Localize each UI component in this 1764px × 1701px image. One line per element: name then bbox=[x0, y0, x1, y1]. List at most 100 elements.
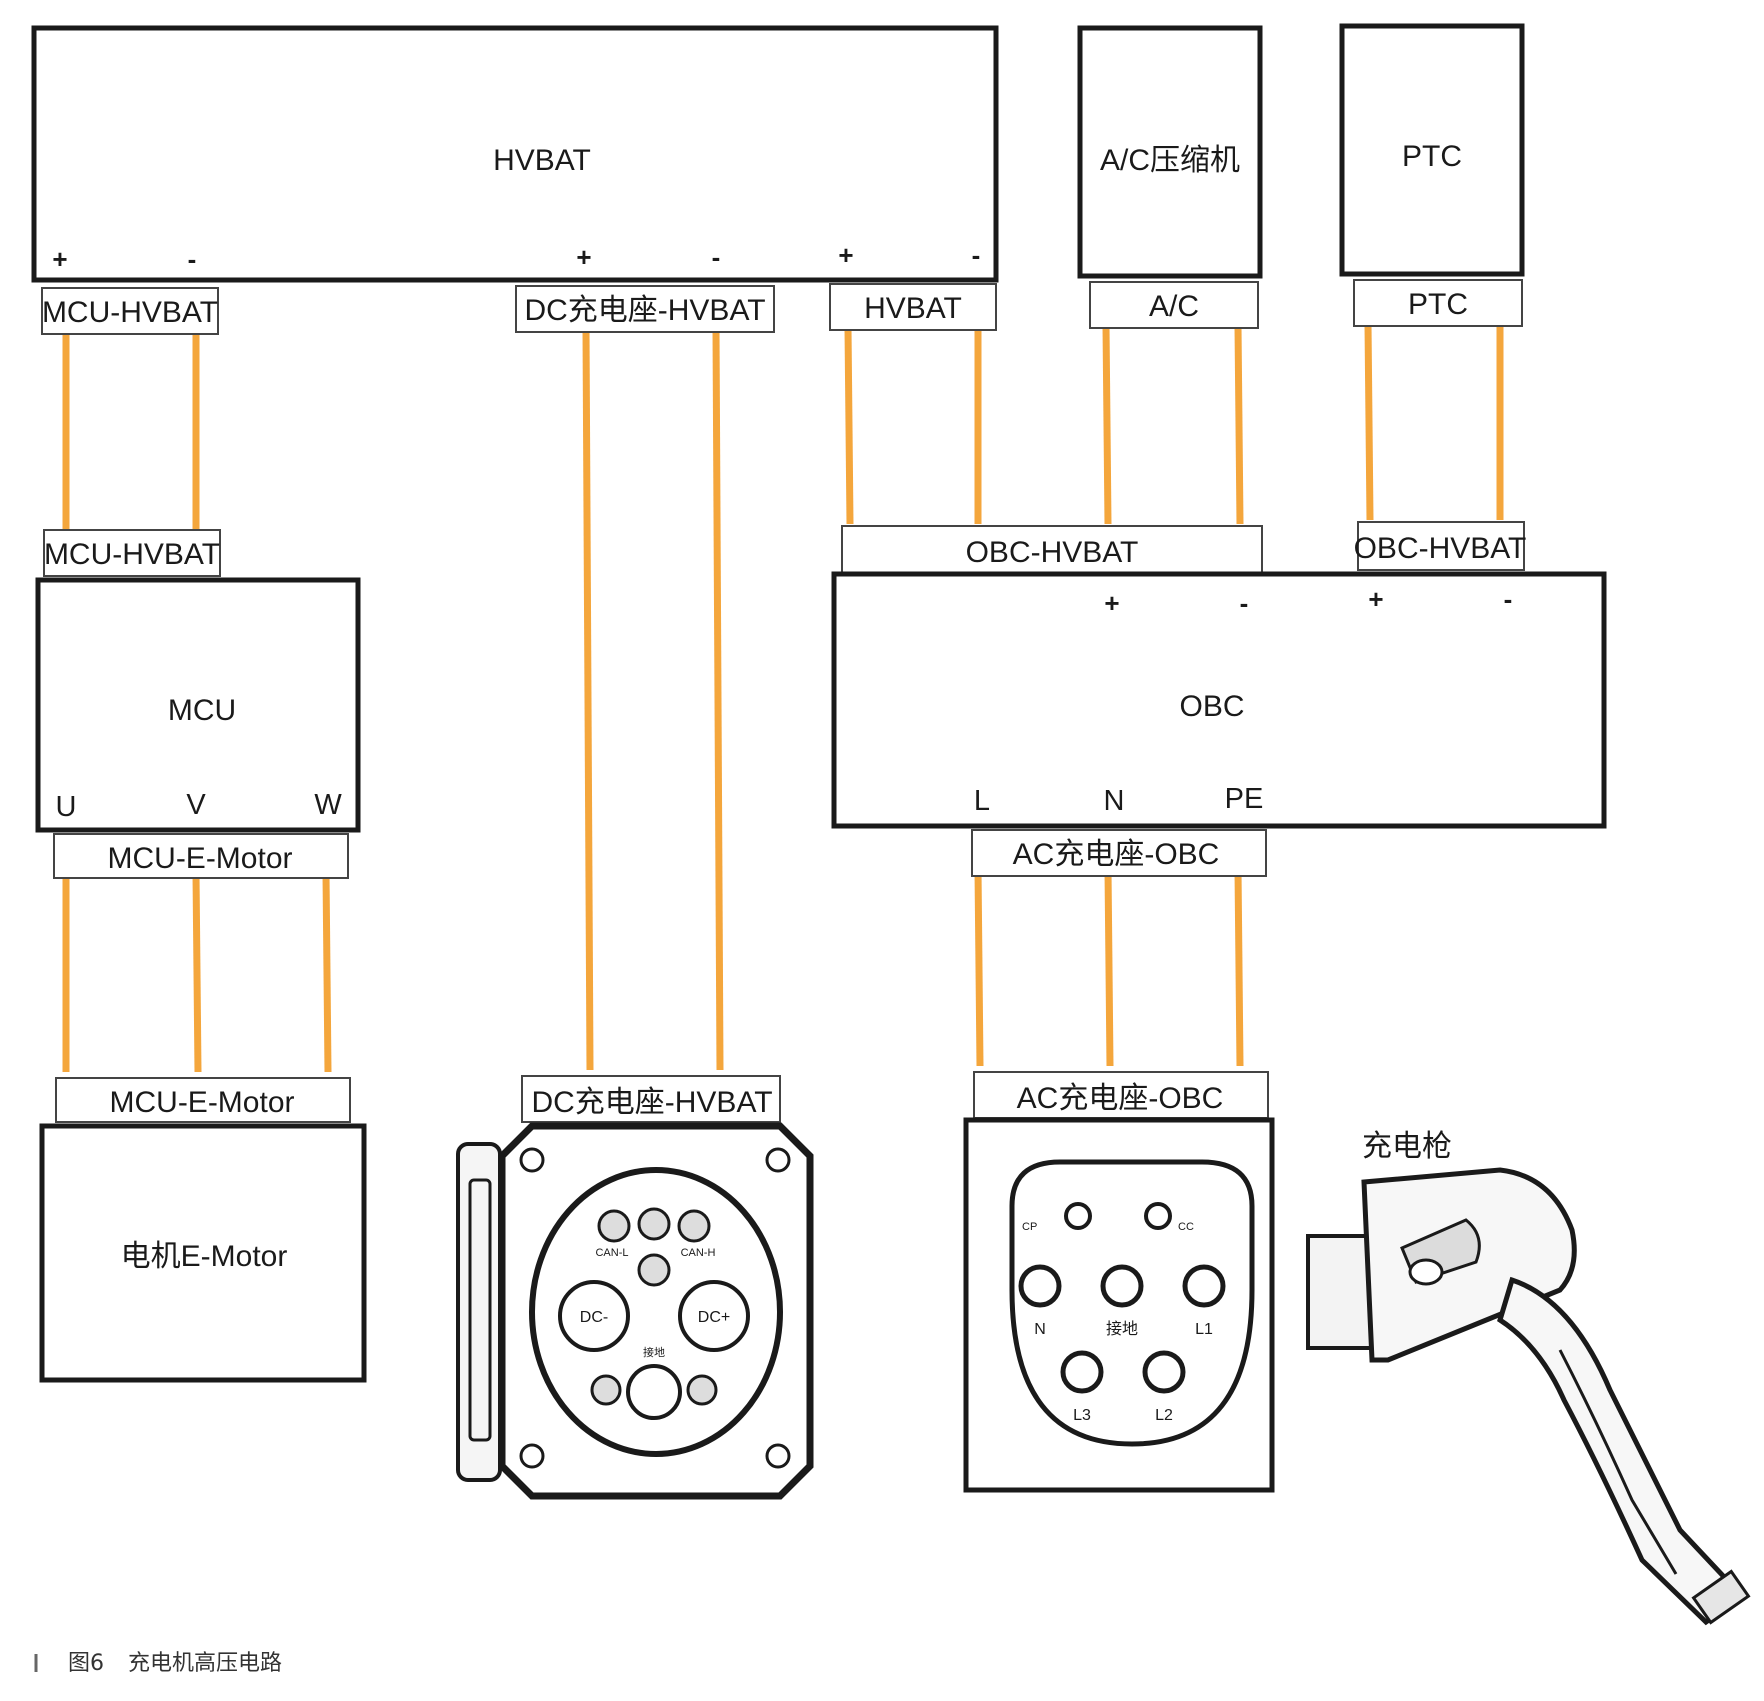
ac-socket-n-pin bbox=[1018, 1264, 1062, 1308]
dc-socket-screw-bl bbox=[519, 1443, 545, 1469]
dc-socket-dc-minus: DC- bbox=[580, 1309, 608, 1326]
mcu-phase-u: U bbox=[56, 791, 77, 823]
ac-socket-ground: 接地 bbox=[1106, 1320, 1138, 1338]
obc-label: OBC bbox=[1179, 690, 1244, 723]
dc-socket-screw-tl bbox=[519, 1147, 545, 1173]
ptc-block: PTC bbox=[1339, 23, 1525, 277]
ac-socket-l3-pin bbox=[1060, 1350, 1104, 1394]
wire-ac-obc-n bbox=[1104, 869, 1114, 1067]
obc-minus-2: - bbox=[1504, 584, 1513, 614]
dc-socket-lid bbox=[456, 1142, 502, 1482]
dc-socket-dc-minus-pin bbox=[558, 1280, 630, 1352]
wire-dc-hvbat-minus bbox=[712, 329, 724, 1071]
dc-socket-dc-plus: DC+ bbox=[698, 1309, 730, 1326]
hvbat-block: HVBAT + - + - + - bbox=[31, 25, 999, 283]
wire-ac-plus bbox=[1102, 325, 1112, 525]
connector-ac-top: A/C bbox=[1149, 290, 1199, 323]
motor-block: MCU-E-Motor 电机E-Motor bbox=[39, 1077, 367, 1383]
charging-gun-label: 充电枪 bbox=[1362, 1130, 1452, 1163]
top-connectors: MCU-HVBAT DC充电座-HVBAT HVBAT A/C PTC bbox=[41, 279, 1523, 335]
dc-socket-aux-plus-pin bbox=[686, 1374, 718, 1406]
dc-socket-dc-plus-pin bbox=[678, 1280, 750, 1352]
ac-socket-n: N bbox=[1034, 1321, 1046, 1338]
ac-socket-l3: L3 bbox=[1073, 1407, 1091, 1424]
hvbat-plus-2: + bbox=[576, 242, 591, 272]
ptc-label: PTC bbox=[1402, 140, 1462, 173]
charging-gun-grip-stripe bbox=[1558, 1349, 1678, 1575]
connector-mcu-hvbat-top: MCU-HVBAT bbox=[42, 296, 218, 329]
ac-socket-cc-pin bbox=[1144, 1202, 1172, 1230]
ac-socket-ground-pin bbox=[1100, 1264, 1144, 1308]
obc-plus-1: + bbox=[1104, 588, 1119, 618]
hvbat-plus-3: + bbox=[838, 240, 853, 270]
mcu-phase-v: V bbox=[186, 789, 206, 821]
obc-pin-n: N bbox=[1104, 785, 1125, 817]
obc-plus-2: + bbox=[1368, 584, 1383, 614]
charging-gun-button bbox=[1408, 1258, 1444, 1286]
wire-motor-v bbox=[192, 873, 202, 1073]
dc-socket-pin-1 bbox=[597, 1209, 631, 1243]
dc-socket-lid-inner bbox=[468, 1178, 492, 1442]
connector-obc-hvbat-2: OBC-HVBAT bbox=[1354, 532, 1527, 565]
caption-title: 充电机高压电路 bbox=[128, 1651, 282, 1676]
connector-mcu-emotor-1: MCU-E-Motor bbox=[108, 842, 293, 875]
ac-compressor-label: A/C压缩机 bbox=[1100, 144, 1240, 177]
dc-socket-aux-minus-pin bbox=[590, 1374, 622, 1406]
dc-socket-ground-pin bbox=[626, 1364, 682, 1420]
obc-block: OBC-HVBAT OBC-HVBAT + - + - OBC L N PE A… bbox=[831, 521, 1607, 877]
mcu-phase-w: W bbox=[314, 789, 342, 821]
hvbat-label: HVBAT bbox=[493, 144, 591, 177]
ac-socket-l1: L1 bbox=[1195, 1321, 1213, 1338]
ac-socket-l1-pin bbox=[1182, 1264, 1226, 1308]
ac-socket-l2-pin bbox=[1142, 1350, 1186, 1394]
wire-motor-w bbox=[322, 873, 332, 1073]
connector-ptc-top: PTC bbox=[1408, 288, 1468, 321]
obc-pin-pe: PE bbox=[1225, 783, 1264, 815]
connector-dc-hvbat-bottom: DC充电座-HVBAT bbox=[531, 1086, 772, 1119]
connector-mcu-hvbat-bottom: MCU-HVBAT bbox=[44, 538, 220, 571]
wire-ac-obc-pe bbox=[1234, 869, 1244, 1067]
charging-gun: 充电枪 bbox=[1306, 1130, 1751, 1626]
caption-number: 图6 bbox=[68, 1651, 104, 1676]
ac-socket-l2: L2 bbox=[1155, 1407, 1173, 1424]
dc-socket-screw-br bbox=[765, 1443, 791, 1469]
ac-socket-cc: CC bbox=[1178, 1221, 1194, 1233]
obc-minus-1: - bbox=[1240, 588, 1249, 618]
wire-ac-minus bbox=[1234, 325, 1244, 525]
hv-wires bbox=[62, 323, 1504, 1073]
connector-dc-hvbat-top: DC充电座-HVBAT bbox=[524, 294, 765, 327]
mcu-label: MCU bbox=[168, 694, 236, 727]
ac-socket-cp-pin bbox=[1064, 1202, 1092, 1230]
obc-pin-l: L bbox=[974, 785, 990, 817]
wire-ptc-plus bbox=[1364, 323, 1374, 521]
ac-socket-cp: CP bbox=[1022, 1221, 1037, 1233]
hvbat-minus-1: - bbox=[188, 244, 197, 274]
connector-ac-obc-1: AC充电座-OBC bbox=[1013, 838, 1220, 871]
hvbat-plus-1: + bbox=[52, 244, 67, 274]
figure-caption: 图6 充电机高压电路 bbox=[34, 1651, 282, 1676]
dc-socket-ground: 接地 bbox=[643, 1346, 665, 1359]
hvbat-minus-3: - bbox=[972, 240, 981, 270]
charging-gun-cable-end bbox=[1691, 1569, 1751, 1625]
ac-compressor-block: A/C压缩机 bbox=[1077, 25, 1263, 279]
dc-socket-can-l: CAN-L bbox=[595, 1247, 628, 1259]
connector-ac-obc-2: AC充电座-OBC bbox=[1017, 1082, 1224, 1115]
dc-socket-can-h: CAN-H bbox=[681, 1247, 716, 1259]
dc-charging-socket: DC充电座-HVBAT CAN-L CAN-H DC- DC+ 接地 bbox=[456, 1075, 814, 1500]
dc-socket-screw-tr bbox=[765, 1147, 791, 1173]
wire-ac-obc-l bbox=[974, 869, 984, 1067]
dc-socket-pin-3 bbox=[677, 1209, 711, 1243]
dc-socket-pin-4 bbox=[637, 1253, 671, 1287]
wire-dc-hvbat-plus bbox=[582, 329, 594, 1071]
connector-mcu-emotor-2: MCU-E-Motor bbox=[110, 1086, 295, 1119]
ac-charging-socket: AC充电座-OBC CP CC N 接地 L1 L3 L2 bbox=[963, 1071, 1275, 1493]
connector-obc-hvbat-1: OBC-HVBAT bbox=[966, 536, 1139, 569]
motor-label: 电机E-Motor bbox=[121, 1240, 288, 1273]
wire-obc-hvbat-plus bbox=[844, 327, 854, 525]
connector-hvbat-top: HVBAT bbox=[864, 292, 962, 325]
mcu-block: MCU-HVBAT MCU U V W MCU-E-Motor bbox=[35, 529, 361, 879]
charging-gun-handle bbox=[1497, 1276, 1746, 1626]
dc-socket-pin-2 bbox=[637, 1207, 671, 1241]
hvbat-minus-2: - bbox=[712, 242, 721, 272]
